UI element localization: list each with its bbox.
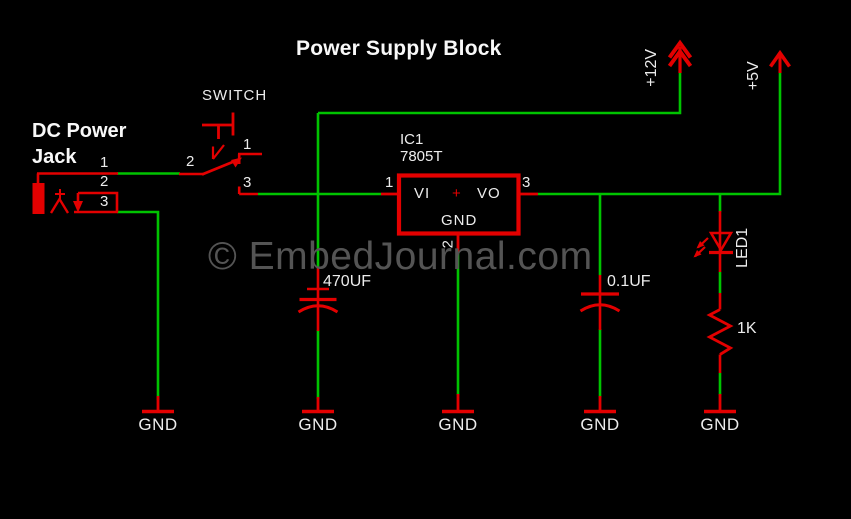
- ic-plus-label: +: [452, 185, 461, 202]
- jack-pin1-lead: [36, 172, 118, 183]
- dc-jack-symbol: [32, 172, 119, 214]
- jack-pin3-number: 3: [100, 193, 109, 210]
- gnd-symbol-4: [584, 396, 616, 414]
- switch-pin1-contact: [237, 152, 262, 164]
- power-arrow-5v-icon: [769, 49, 791, 73]
- gnd-symbol-2: [302, 397, 334, 414]
- gnd-symbol-3: [442, 394, 474, 414]
- gnd-symbol-1: [142, 396, 174, 414]
- power-arrow-12v-icon: [667, 39, 693, 73]
- dc-jack-label-line2: Jack: [32, 146, 77, 168]
- jack-pin2-pin3-bracket: [74, 191, 119, 214]
- led-emission-arrow-2-head: [693, 250, 702, 258]
- ic-vo-label: VO: [477, 185, 501, 202]
- resistor-value: 1K: [737, 320, 757, 337]
- switch-symbol: [179, 112, 262, 196]
- rail-12v-label: +12V: [643, 48, 661, 87]
- switch-pin2-number: 2: [186, 153, 195, 170]
- jack-sleeve-contact: [49, 196, 70, 214]
- resistor-symbol: [706, 293, 734, 373]
- cap-out-curved-plate: [579, 303, 621, 313]
- switch-actuator-arrow: [211, 144, 225, 160]
- capacitor-01uf-symbol: [579, 275, 621, 330]
- ic-pin1-number: 1: [385, 174, 394, 191]
- wires: [117, 72, 782, 400]
- gnd-symbols: [142, 394, 736, 414]
- gnd-label-5: GND: [700, 415, 740, 434]
- rail-5v-label: +5V: [745, 61, 763, 91]
- resistor-zigzag: [706, 308, 734, 356]
- jack-pin2-number: 2: [100, 173, 109, 190]
- ic-refdes: IC1: [400, 131, 424, 148]
- ic-gnd-label: GND: [441, 212, 478, 229]
- jack-tip-arrow-head: [73, 201, 83, 213]
- gnd-label-3: GND: [438, 415, 478, 434]
- voltage-regulator-symbol: [381, 173, 538, 252]
- gnd-label-2: GND: [298, 415, 338, 434]
- arrow-chevrons: [667, 39, 693, 68]
- watermark: © EmbedJournal.com: [208, 235, 593, 278]
- jack-pin1-number: 1: [100, 154, 109, 171]
- ic-vi-label: VI: [414, 185, 431, 202]
- gnd-label-4: GND: [580, 415, 620, 434]
- gnd-symbol-5: [704, 394, 736, 414]
- switch-pin3-number: 3: [243, 174, 252, 191]
- schematic-title: Power Supply Block: [296, 37, 502, 60]
- capacitor-470uf-symbol: [297, 268, 339, 331]
- wire-output-rail-5v: [538, 72, 782, 196]
- dc-jack-label-line1: DC Power: [32, 120, 127, 142]
- ic-value: 7805T: [400, 148, 443, 165]
- ic-pin2-number: 2: [439, 240, 457, 249]
- switch-label: SWITCH: [202, 87, 268, 104]
- ic-pin3-number: 3: [522, 174, 531, 191]
- switch-pin1-number: 1: [243, 136, 252, 153]
- wire-jack-pin3-to-gnd: [117, 210, 160, 400]
- wire-top-rail-12v: [318, 72, 682, 115]
- jack-plus-mark: [55, 189, 65, 199]
- cap-in-curved-plate: [297, 304, 339, 314]
- cap-out-value: 0.1UF: [607, 273, 651, 290]
- switch-button-actuator: [202, 112, 235, 139]
- arrow-chevron: [769, 49, 791, 68]
- switch-pin3-contact: [237, 186, 258, 196]
- jack-barrel: [32, 183, 45, 214]
- led-refdes: LED1: [734, 227, 752, 268]
- led-symbol: [693, 211, 734, 272]
- cap-in-value: 470UF: [323, 273, 372, 290]
- gnd-label-1: GND: [138, 415, 178, 434]
- led-emission-arrow-1-head: [696, 241, 705, 249]
